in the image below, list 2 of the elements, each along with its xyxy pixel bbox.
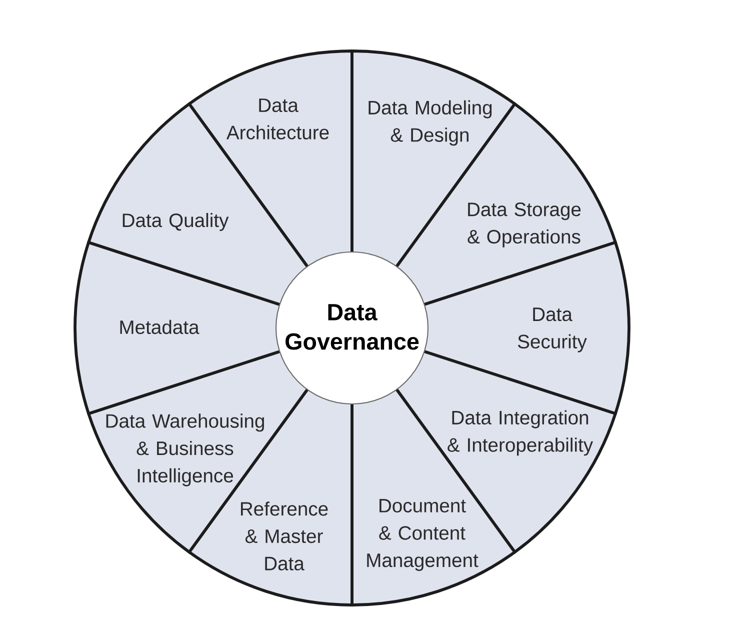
node-label: Metadata xyxy=(120,320,200,334)
node-label: Data Security xyxy=(518,308,587,352)
